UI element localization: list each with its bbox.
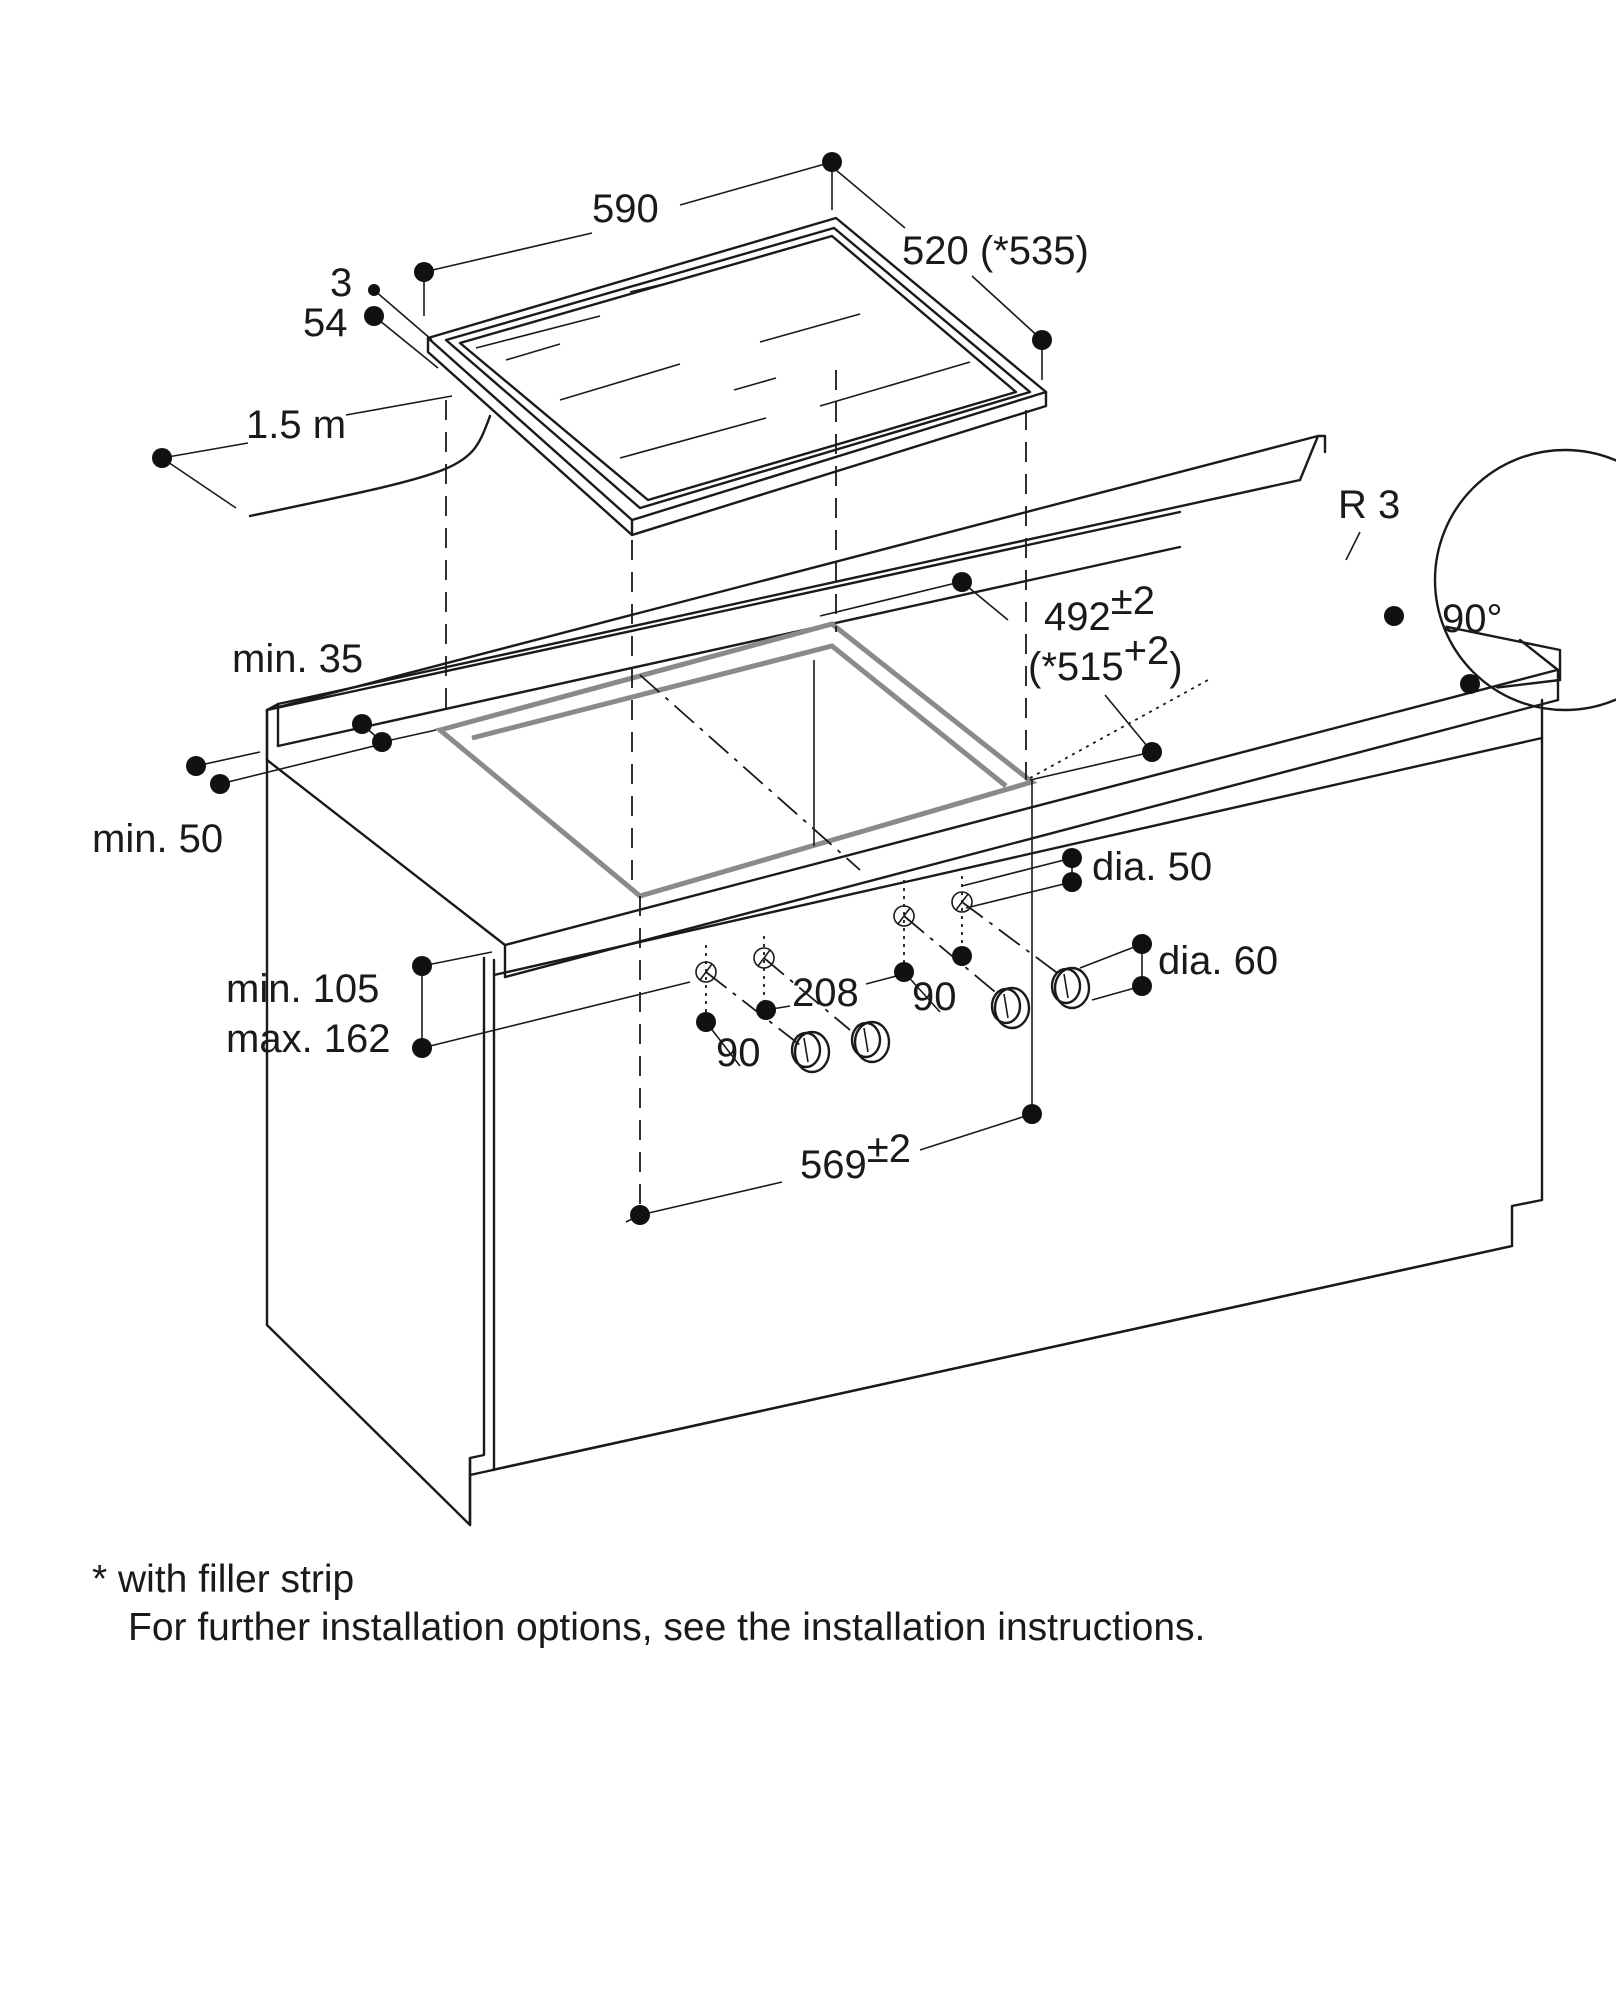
knob-front-3 <box>990 986 1031 1030</box>
label-90-right: 90 <box>912 975 957 1019</box>
label-520: 520 (*535) <box>902 229 1089 273</box>
projection-lines <box>445 370 1027 1215</box>
dimension-labels: 590 520 (*535) 3 54 1.5 m 492±2 (*515+2)… <box>92 187 1503 1187</box>
knob-holes <box>695 891 973 983</box>
label-dia-60: dia. 60 <box>1158 939 1278 983</box>
label-515: (*515+2) <box>1028 629 1183 689</box>
label-min-105: min. 105 <box>226 967 379 1011</box>
label-angle: 90° <box>1442 597 1503 641</box>
label-dia-50: dia. 50 <box>1092 845 1212 889</box>
label-54: 54 <box>303 301 348 345</box>
label-min-50: min. 50 <box>92 817 223 861</box>
label-radius: R 3 <box>1338 483 1400 527</box>
label-min-35: min. 35 <box>232 637 363 681</box>
label-590: 590 <box>592 187 659 231</box>
dimension-dots <box>152 152 1162 1225</box>
label-90-left: 90 <box>716 1031 761 1075</box>
footnote-filler-strip: * with filler strip <box>92 1558 355 1601</box>
label-492: 492±2 <box>1044 579 1155 639</box>
footnote-installation-options: For further installation options, see th… <box>128 1606 1206 1649</box>
knob-front-4 <box>1050 966 1091 1010</box>
label-569: 569±2 <box>800 1127 911 1187</box>
label-max-162: max. 162 <box>226 1017 391 1061</box>
label-3: 3 <box>330 261 352 305</box>
footnotes: * with filler strip For further installa… <box>92 1556 1205 1652</box>
label-cable-length: 1.5 m <box>246 403 346 447</box>
knob-front-2 <box>850 1020 891 1064</box>
label-208: 208 <box>792 971 859 1015</box>
hob <box>248 216 1048 537</box>
cabinet <box>265 698 1544 1527</box>
knob-front-1 <box>790 1030 831 1074</box>
